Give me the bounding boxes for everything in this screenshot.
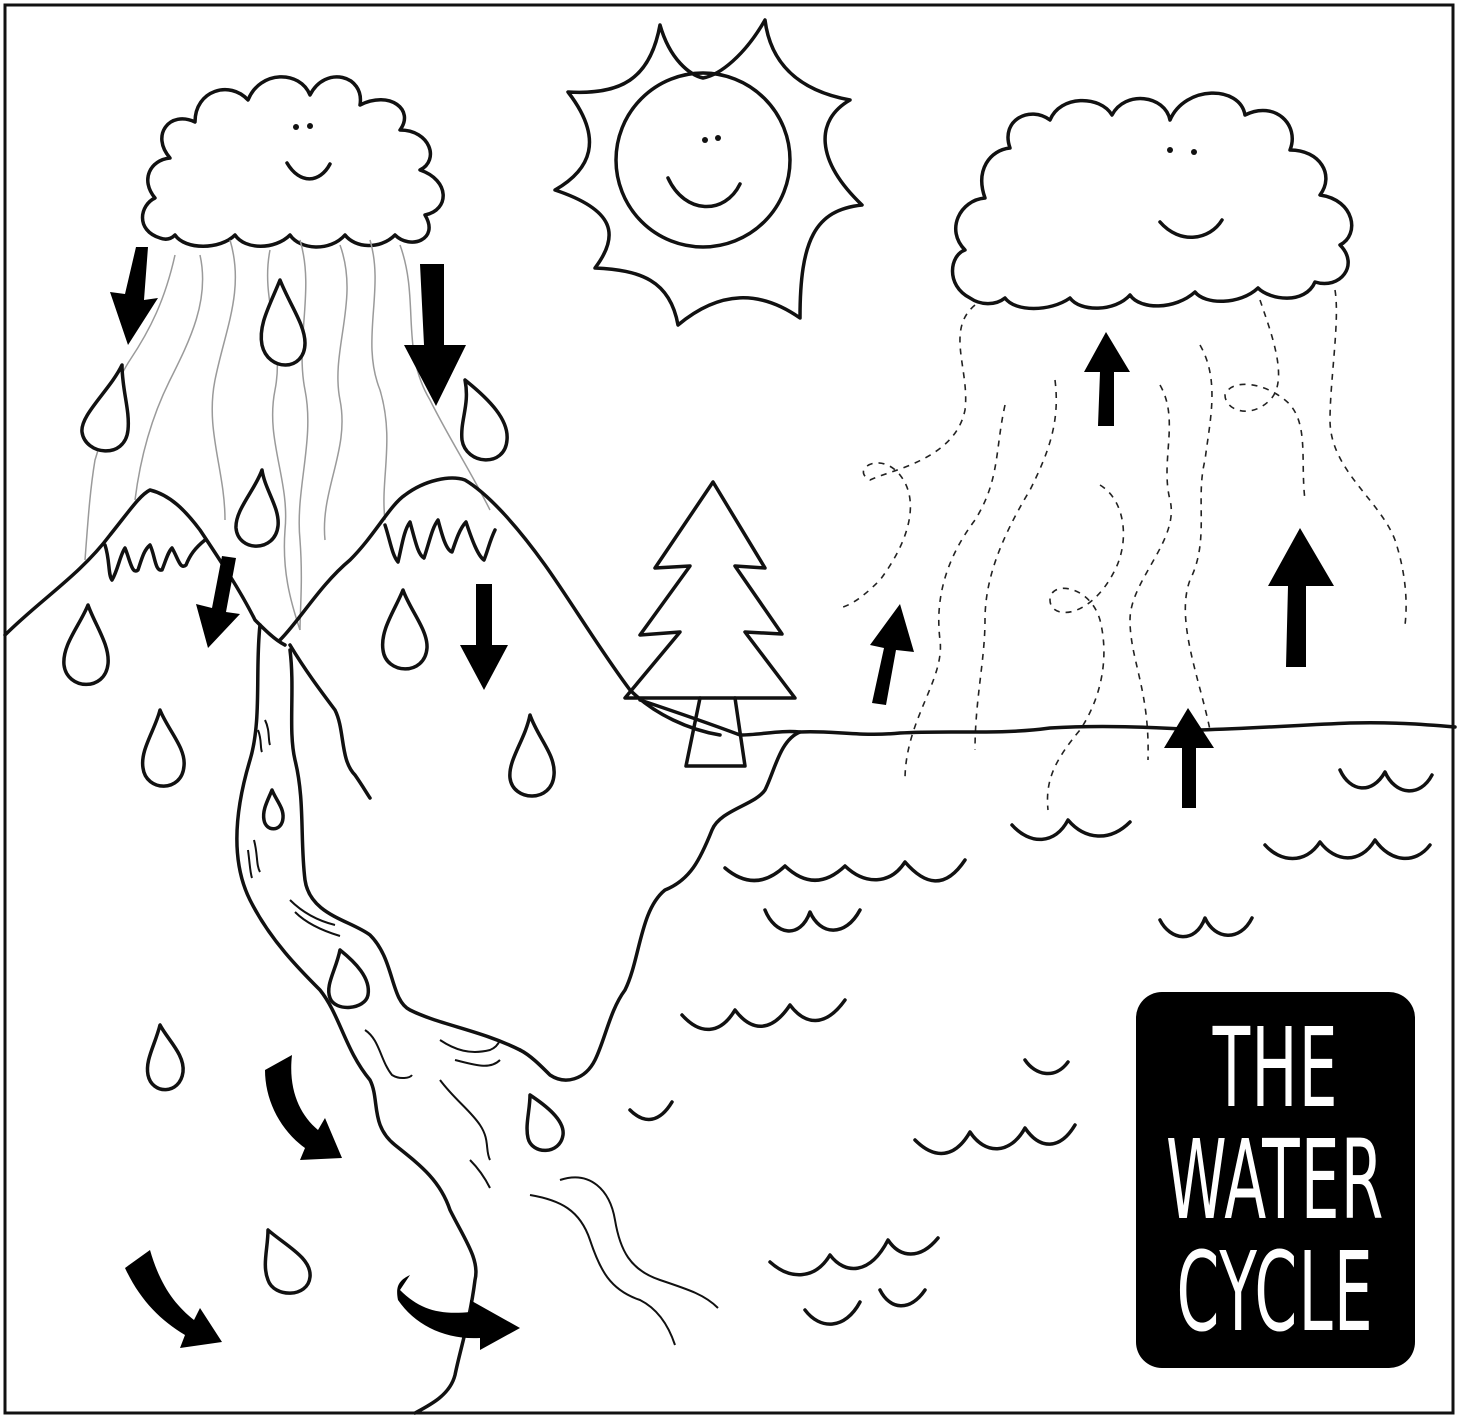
river (237, 625, 718, 1413)
title-line-the: THE (1212, 1012, 1338, 1124)
sun-icon (555, 20, 862, 325)
evaporation-cloud-icon (953, 93, 1352, 308)
title-line-cycle: CYCLE (1177, 1236, 1374, 1348)
title-badge: THE WATER CYCLE (1136, 992, 1415, 1368)
title-line-water: WATER (1166, 1124, 1385, 1236)
rain-cloud-icon (143, 77, 444, 247)
